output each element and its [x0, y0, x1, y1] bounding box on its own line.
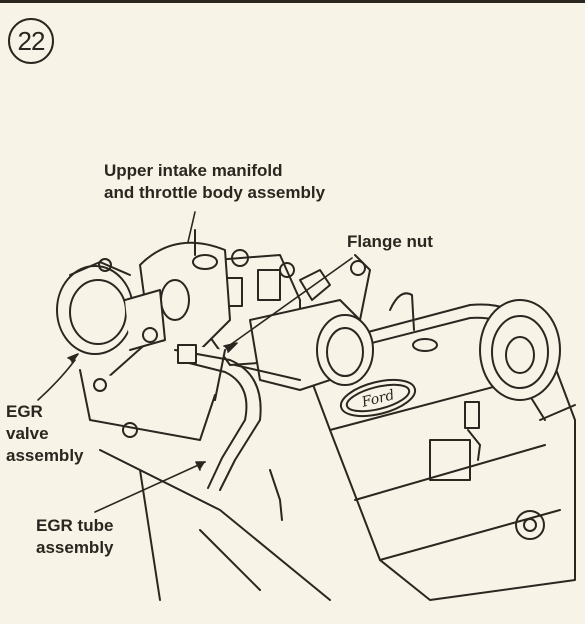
- leader-lines: [37, 211, 353, 513]
- egr-tube: [174, 344, 301, 491]
- figure-number: 22: [17, 25, 46, 56]
- ford-badge-text: Ford: [359, 387, 396, 411]
- throttle-body: [204, 254, 374, 391]
- label-upper-intake-manifold: Upper intake manifold and throttle body …: [104, 160, 404, 204]
- label-egr-tube-assembly: EGR tube assembly: [36, 515, 146, 559]
- ford-badge: Ford: [339, 378, 417, 418]
- label-flange-nut: Flange nut: [347, 231, 433, 253]
- label-line: EGR tube: [36, 516, 114, 535]
- leader-egr-valve: [37, 359, 76, 401]
- egr-valve: [56, 258, 216, 441]
- figure-number-badge: 22: [8, 18, 54, 64]
- label-line: EGR: [6, 402, 43, 421]
- label-line: Flange nut: [347, 232, 433, 251]
- label-line: valve: [6, 424, 49, 443]
- leader-manifold: [187, 211, 196, 243]
- leader-egr-tube: [94, 461, 206, 513]
- engine-block: [99, 449, 331, 601]
- label-line: and throttle body assembly: [104, 183, 326, 202]
- leader-flange-nut: [229, 257, 353, 346]
- label-line: Upper intake manifold: [104, 161, 283, 180]
- label-egr-valve-assembly: EGR valve assembly: [6, 401, 116, 467]
- label-line: assembly: [6, 446, 84, 465]
- label-line: assembly: [36, 538, 114, 557]
- top-rule: [0, 0, 585, 3]
- valve-cover: [269, 292, 576, 601]
